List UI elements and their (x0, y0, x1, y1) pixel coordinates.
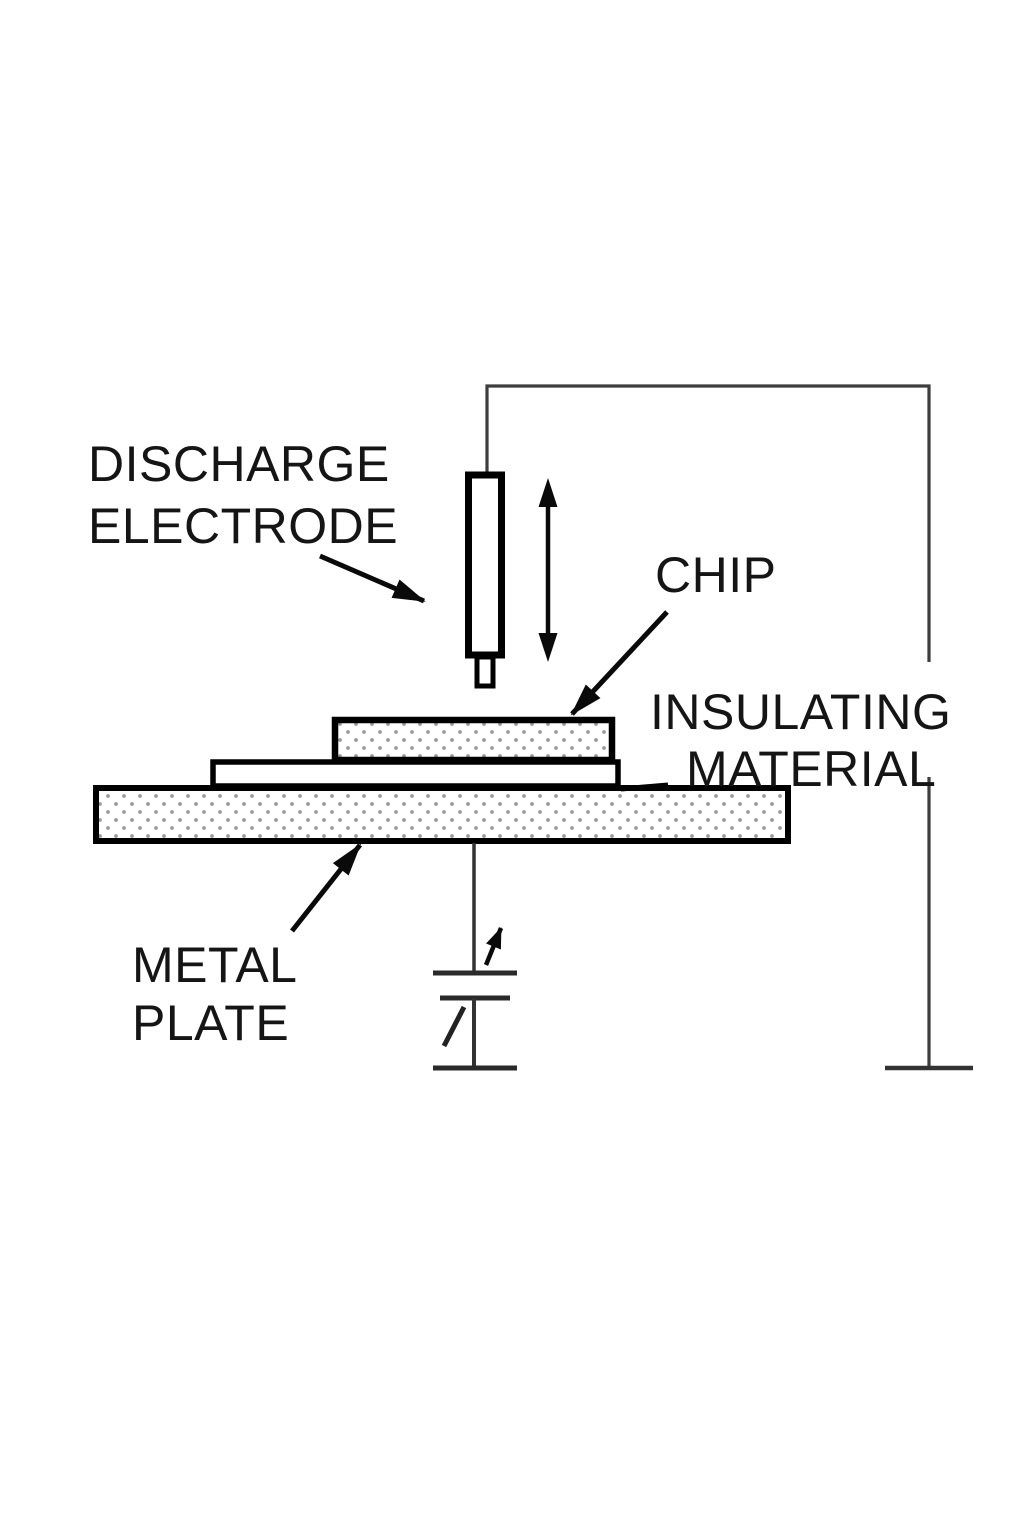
discharge-electrode (465, 471, 505, 689)
insulating-material-leader (620, 782, 669, 792)
wire-top-right (485, 384, 931, 662)
metal-plate-arrow (290, 843, 362, 933)
chip-label: CHIP (655, 547, 776, 603)
vertical-motion-arrow-icon (538, 478, 558, 662)
variable-arrow-icon (483, 927, 504, 966)
insulating-material-label-line1: INSULATING (650, 684, 951, 740)
circuit-wiring (485, 384, 973, 1071)
metal-plate-label-line1: METAL (132, 937, 298, 993)
insulating-material-block (210, 759, 621, 789)
metal-plate-label-line2: PLATE (132, 995, 289, 1051)
discharge-electrode-tip (474, 654, 496, 689)
chip-block (331, 716, 616, 764)
chip-arrow (570, 610, 669, 716)
discharge-electrode-label-line1: DISCHARGE (88, 436, 390, 492)
variable-source-symbol (433, 843, 517, 1071)
discharge-electrode-body (465, 471, 505, 659)
insulating-material-label-line2: MATERIAL (686, 741, 936, 797)
switch-slash-icon (441, 1005, 467, 1048)
discharge-electrode-arrow (319, 553, 426, 604)
test-fixture-stack (93, 716, 791, 844)
metal-plate-block (93, 785, 791, 844)
discharge-electrode-label-line2: ELECTRODE (88, 498, 398, 554)
